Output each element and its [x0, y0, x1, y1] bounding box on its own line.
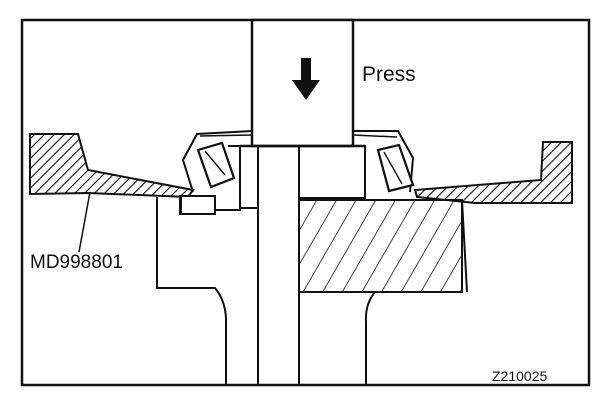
press-arrow-shaft — [301, 58, 311, 82]
bearing-left-outer-race-inner — [199, 134, 253, 137]
housing-left — [156, 197, 227, 384]
pinion-gear-edge — [461, 199, 468, 293]
pinion-gear-body — [298, 199, 463, 293]
press-label: Press — [362, 63, 416, 86]
tool-left-surface — [29, 133, 195, 199]
figure-code: Z210025 — [492, 368, 547, 384]
tool-leader-line — [78, 191, 91, 253]
bearing-right-roller — [376, 143, 415, 193]
inner-ring-collar-right — [298, 145, 366, 199]
inner-ring-collar-left — [239, 145, 259, 209]
housing-right — [364, 291, 376, 384]
press-arrow-head — [292, 80, 320, 100]
bearing-left-bottom-block — [180, 195, 216, 215]
bearing-right-outer-race-inner — [352, 134, 398, 138]
tool-right-surface — [413, 141, 573, 204]
bearing-left-roller-detail — [204, 150, 226, 176]
bearing-left-outer-race — [181, 130, 253, 193]
tool-part-label: MD998801 — [30, 252, 123, 273]
bearing-right-outer-race — [353, 130, 415, 193]
bearing-right-roller-detail — [383, 151, 403, 185]
